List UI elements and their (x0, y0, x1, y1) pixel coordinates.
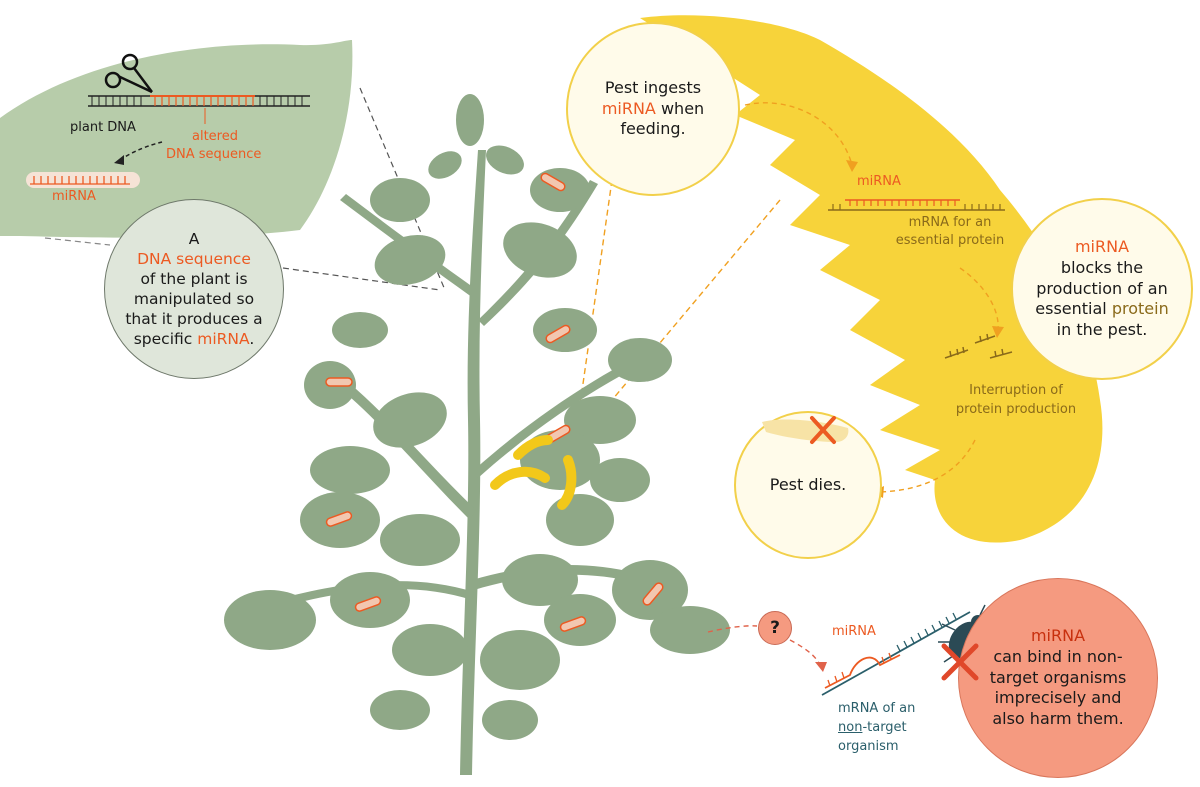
block-bubble-line3: production of an (1036, 278, 1168, 298)
nontarget-bubble-line3: target organisms (989, 667, 1127, 687)
dna-to-mirna-arrow (119, 141, 163, 161)
mrna-essential-line1: mRNA for an (908, 215, 992, 230)
dna-bubble-line3: of the plant is (140, 269, 248, 288)
pest-bubble-line2-suffix: when (655, 98, 705, 118)
altered-label: altered DNA sequence (166, 128, 261, 163)
block-bubble-line4-prefix: essential (1035, 299, 1112, 319)
yellow-pest-panel (640, 15, 1103, 543)
nontarget-bubble: miRNA can bind in non- target organisms … (958, 578, 1158, 778)
nontarget-mrna-line1: mRNA of an (838, 701, 916, 716)
dna-to-mirna-arrowhead (114, 155, 124, 165)
arrow-mrna-to-interruption-head (992, 326, 1004, 338)
dna-panel-background (0, 40, 353, 238)
question-text: ? (770, 617, 780, 638)
nontarget-mrna-line2-suffix: -target (862, 719, 907, 735)
caterpillars (490, 435, 577, 510)
arrow-pest-to-mirna (744, 102, 853, 166)
pest-dies-text: Pest dies. (769, 474, 847, 494)
dna-bubble-highlight: DNA sequence (137, 249, 251, 268)
interruption-line1: Interruption of (969, 383, 1063, 398)
dead-caterpillar-icon (762, 416, 849, 444)
arrow-plant-to-question (707, 625, 758, 633)
altered-label-line1: altered (192, 129, 238, 144)
block-bubble-line4: essential protein (1035, 299, 1168, 320)
pest-bubble-line3: feeding. (620, 119, 686, 139)
mirna-blocks-bubble: miRNA blocks the production of an essent… (1011, 198, 1193, 380)
nontarget-bubble-line4: imprecisely and (994, 688, 1122, 708)
interruption-line2: protein production (955, 401, 1077, 417)
block-bubble-line4-highlight: protein (1111, 299, 1169, 319)
pest-bubble-highlight: miRNA (601, 98, 656, 118)
beetle-cross-icon (941, 643, 979, 681)
nontarget-bubble-highlight: miRNA (1030, 626, 1086, 645)
altered-label-line2: DNA sequence (166, 146, 262, 162)
dna-panel-mirna-label: miRNA (52, 189, 96, 204)
scissors-icon (104, 53, 153, 94)
block-bubble-highlight: miRNA (1074, 237, 1130, 256)
arrow-question-to-nontarget (789, 639, 821, 666)
nontarget-mrna-non: non (838, 719, 863, 735)
nontarget-bubble-line5: also harm them. (992, 709, 1124, 729)
arrow-interruption-to-dies (879, 439, 976, 493)
nontarget-mirna-label: miRNA (832, 624, 876, 639)
plant-illustration (224, 94, 730, 775)
interruption-label: Interruption of protein production (940, 382, 1092, 420)
nontarget-mrna-line2: non-target (838, 719, 915, 738)
broken-mrna-fragments (944, 333, 1013, 359)
mirna-mrna-binding (828, 199, 1005, 211)
red-x-icon (810, 416, 836, 444)
dna-bubble-line6-prefix: specific (133, 330, 198, 349)
pointer-line-pest-1 (574, 179, 613, 441)
nontarget-mrna-line3: organism (838, 738, 899, 754)
arrow-pest-to-mirna-head (846, 160, 858, 172)
dna-sequence-bubble: A DNA sequence of the plant is manipulat… (104, 199, 284, 379)
pest-bubble-line1: Pest ingests (604, 77, 702, 97)
block-bubble-line5: in the pest. (1056, 320, 1148, 340)
nontarget-mrna-label: mRNA of an non-target organism (838, 700, 915, 757)
plant-dna-ladder (88, 95, 310, 107)
dna-bubble-line6: specific miRNA. (125, 329, 262, 349)
nontarget-bubble-line2: can bind in non- (993, 646, 1123, 666)
pointer-line-dna-3 (282, 267, 441, 291)
dna-bubble-line6-suffix: . (249, 330, 255, 349)
mrna-essential-label: mRNA for an essential protein (880, 214, 1020, 250)
question-bubble: ? (758, 611, 792, 645)
dna-bubble-line4: manipulated so (133, 290, 255, 308)
block-bubble-line2: blocks the (1060, 257, 1144, 277)
mirna-strand (30, 176, 130, 185)
dna-bubble-line6-highlight: miRNA (197, 330, 250, 349)
pointer-line-dna-2 (44, 237, 111, 246)
mirna-leaf-markers (325, 172, 664, 632)
yellow-panel-mirna-label: miRNA (857, 174, 901, 189)
arrow-question-to-nontarget-head (815, 662, 827, 672)
plant-dna-label: plant DNA (70, 120, 136, 135)
dna-bubble-line5: that it produces a (125, 310, 263, 329)
dna-bubble-line1: A (188, 229, 200, 248)
pest-bubble-line2: miRNA when (602, 99, 704, 120)
mrna-essential-line2: essential protein (895, 233, 1005, 249)
pest-ingests-bubble: Pest ingests miRNA when feeding. (566, 22, 740, 196)
